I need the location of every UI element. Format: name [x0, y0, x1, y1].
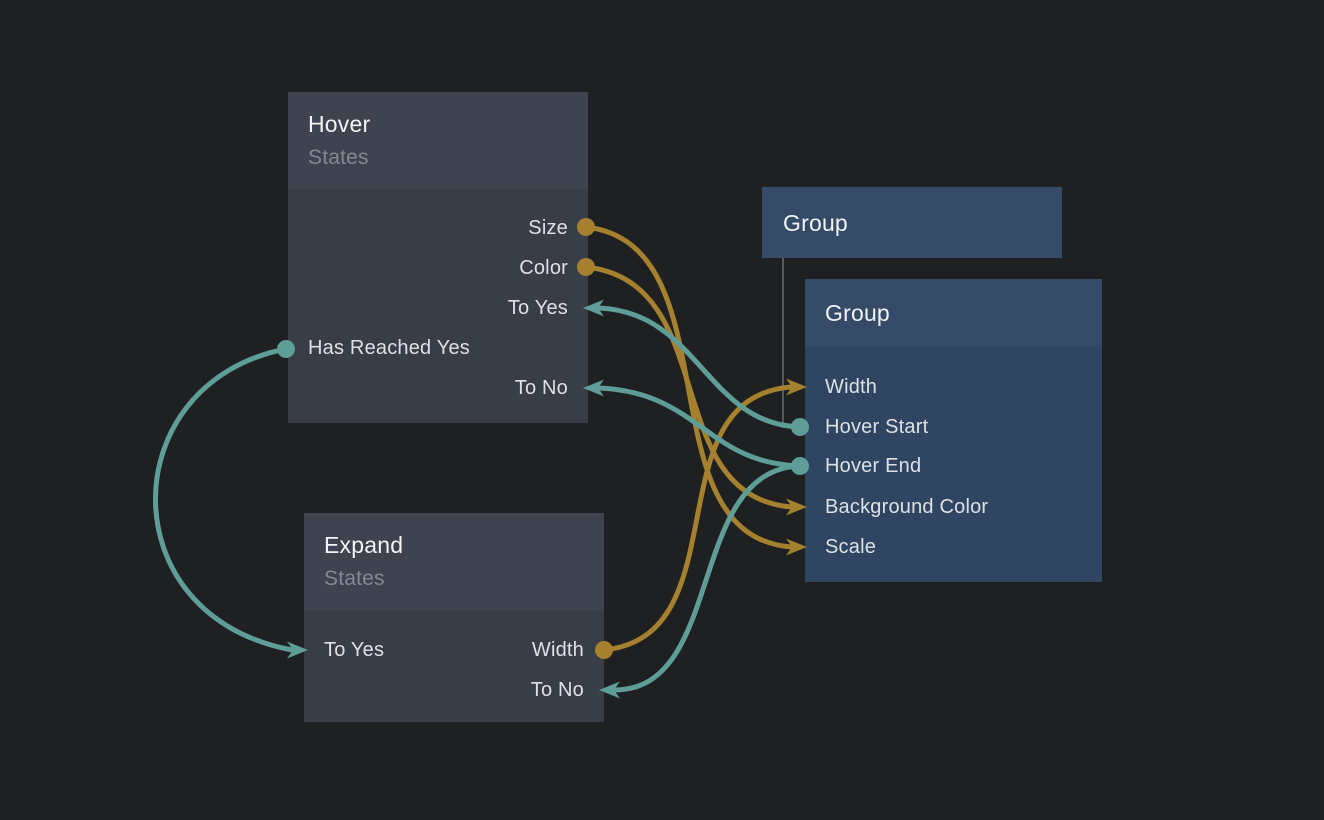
- port-hover-end-label: Hover End: [825, 455, 922, 477]
- node-expand-header: Expand States: [304, 513, 604, 611]
- node-title: Hover: [308, 111, 371, 137]
- port-size[interactable]: Size: [288, 214, 588, 242]
- port-color-label: Color: [519, 257, 568, 279]
- port-width[interactable]: Width: [304, 636, 604, 664]
- edge-hover-start-to-hover-to-yes[interactable]: [596, 305, 803, 430]
- port-to-no[interactable]: To No: [288, 374, 588, 402]
- node-subtitle: States: [324, 567, 385, 590]
- port-to-no[interactable]: To No: [304, 676, 604, 704]
- port-background-color[interactable]: Background Color: [805, 493, 1102, 521]
- port-has-reached-yes[interactable]: Has Reached Yes: [288, 334, 588, 362]
- node-expand[interactable]: Expand States To Yes Width To No: [304, 513, 604, 722]
- node-expand-body: To Yes Width To No: [304, 611, 604, 722]
- port-to-yes-label: To Yes: [324, 639, 385, 661]
- port-width-label: Width: [825, 376, 878, 398]
- node-title: Group: [783, 209, 848, 236]
- arrow-in-icon[interactable]: [786, 378, 807, 396]
- node-group-body: Width Hover Start Hover End Background C…: [805, 347, 1102, 582]
- port-scale[interactable]: Scale: [805, 533, 1102, 561]
- node-group-parent[interactable]: Group: [762, 187, 1062, 258]
- node-title: Expand: [324, 532, 404, 558]
- port-has-reached-yes-label: Has Reached Yes: [308, 337, 471, 359]
- edge-hover-end-to-hover-to-no[interactable]: [596, 385, 803, 469]
- edge-expand-width-to-group-width[interactable]: [601, 384, 794, 653]
- port-size-label: Size: [528, 217, 568, 239]
- edge-color-to-background-color[interactable]: [583, 264, 794, 510]
- node-hover[interactable]: Hover States Size Color To Yes Has Reach…: [288, 92, 588, 423]
- port-color[interactable]: Color: [288, 254, 588, 282]
- port-to-no-label: To No: [530, 679, 584, 701]
- node-title: Group: [825, 300, 890, 326]
- port-hover-end[interactable]: Hover End: [805, 452, 1102, 480]
- port-background-color-label: Background Color: [825, 496, 989, 518]
- node-hover-header: Hover States: [288, 92, 588, 189]
- edge-hover-end-to-expand-to-no[interactable]: [612, 463, 803, 693]
- port-to-yes-label: To Yes: [507, 297, 568, 319]
- port-width[interactable]: Width: [805, 373, 1102, 401]
- edge-has-reached-yes-to-expand-to-yes[interactable]: [153, 346, 295, 653]
- port-to-no-label: To No: [514, 377, 568, 399]
- port-width-label: Width: [531, 639, 584, 661]
- node-hover-body: Size Color To Yes Has Reached Yes To No: [288, 189, 588, 423]
- port-hover-start[interactable]: Hover Start: [805, 413, 1102, 441]
- port-scale-label: Scale: [825, 536, 877, 558]
- port-hover-start-label: Hover Start: [825, 416, 929, 438]
- arrow-in-icon[interactable]: [786, 538, 807, 556]
- arrow-in-icon[interactable]: [786, 498, 807, 516]
- port-to-yes[interactable]: To Yes: [304, 636, 604, 664]
- node-group-header: Group: [805, 279, 1102, 347]
- edge-size-to-scale[interactable]: [583, 224, 794, 550]
- node-subtitle: States: [308, 146, 369, 169]
- node-group[interactable]: Group Width Hover Start Hover End Backgr…: [805, 279, 1102, 582]
- port-to-yes[interactable]: To Yes: [288, 294, 588, 322]
- edge-group-parent-to-group: [782, 258, 792, 428]
